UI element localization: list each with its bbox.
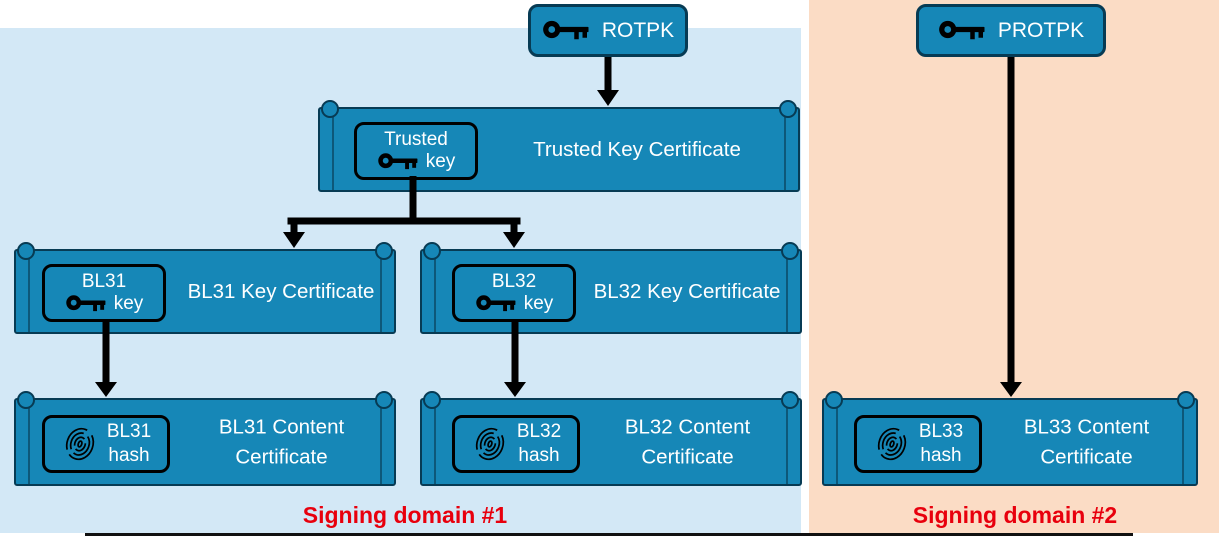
scroll-curl-left [423,242,441,260]
bl31-key-certificate: BL31 key BL31 Key Certificate [14,242,396,334]
bl32-hash-badge: BL32 hash [452,415,580,473]
domain2-label: Signing domain #2 [912,502,1118,528]
certificate-title-line2: Certificate [1040,445,1133,468]
bl33-hash-badge: BL33 hash [854,415,982,473]
key-icon [938,18,986,44]
badge-label-line2: key [425,151,456,172]
bl31-hash-badge: BL31 hash [42,415,170,473]
fingerprint-icon [873,425,911,463]
bl32-key-badge: BL32 key [452,264,576,322]
fingerprint-icon [471,425,509,463]
scroll-curl-left [423,391,441,409]
bl33-content-certificate: BL33 hash BL33 Content Certificate [822,391,1198,486]
scroll-curl-right [779,100,797,118]
certificate-title: BL31 Key Certificate [187,279,375,303]
rotpk-label: ROTPK [601,18,675,42]
certificate-title: BL32 Key Certificate [593,279,781,303]
badge-label-line1: BL31 [81,271,127,293]
scroll-curl-right [781,242,799,260]
bl32-key-certificate: BL32 key BL32 Key Certificate [420,242,802,334]
scroll-curl-left [825,391,843,409]
certificate-title: Trusted Key Certificate [533,137,741,161]
protpk-key-node: PROTPK [916,4,1106,57]
badge-label-line1: BL32 [516,421,562,443]
scroll-curl-right [375,242,393,260]
scroll-curl-left [17,242,35,260]
certificate-title: BL32 Content Certificate [587,412,788,471]
certificate-title-line2: Certificate [235,445,328,468]
certificate-title: BL33 Content Certificate [989,412,1184,471]
protpk-label: PROTPK [997,18,1085,42]
badge-label-line2: key [113,293,144,314]
trusted-key-badge: Trusted key [354,122,478,180]
certificate-title: BL31 Content Certificate [181,412,382,471]
scroll-curl-right [781,391,799,409]
badge-label-line1: BL32 [491,271,537,293]
key-icon [542,18,590,44]
bl31-key-badge: BL31 key [42,264,166,322]
rotpk-key-node: ROTPK [528,4,688,57]
badge-label-line1: BL31 [106,421,152,443]
bottom-edge-line [85,533,1133,536]
domain1-label: Signing domain #1 [302,502,508,528]
badge-label-line2: hash [518,445,560,466]
trusted-key-certificate: Trusted key Trusted Key Certificate [318,100,800,192]
scroll-curl-right [1177,391,1195,409]
bl32-content-certificate: BL32 hash BL32 Content Certificate [420,391,802,486]
badge-label-line1: Trusted [384,129,448,151]
key-icon [475,293,517,315]
bl31-content-certificate: BL31 hash BL31 Content Certificate [14,391,396,486]
key-icon [65,293,107,315]
scroll-curl-left [17,391,35,409]
certificate-title-line1: BL33 Content [1023,415,1150,439]
certificate-title-line1: BL32 Content [624,415,751,439]
badge-label-line2: hash [920,445,962,466]
certificate-title-line2: Certificate [641,445,734,468]
badge-label-line2: hash [108,445,150,466]
scroll-curl-right [375,391,393,409]
fingerprint-icon [61,425,99,463]
certificate-title-line1: BL31 Content [218,415,345,439]
badge-label-line1: BL33 [918,421,964,443]
key-icon [377,151,419,173]
badge-label-line2: key [523,293,554,314]
scroll-curl-left [321,100,339,118]
